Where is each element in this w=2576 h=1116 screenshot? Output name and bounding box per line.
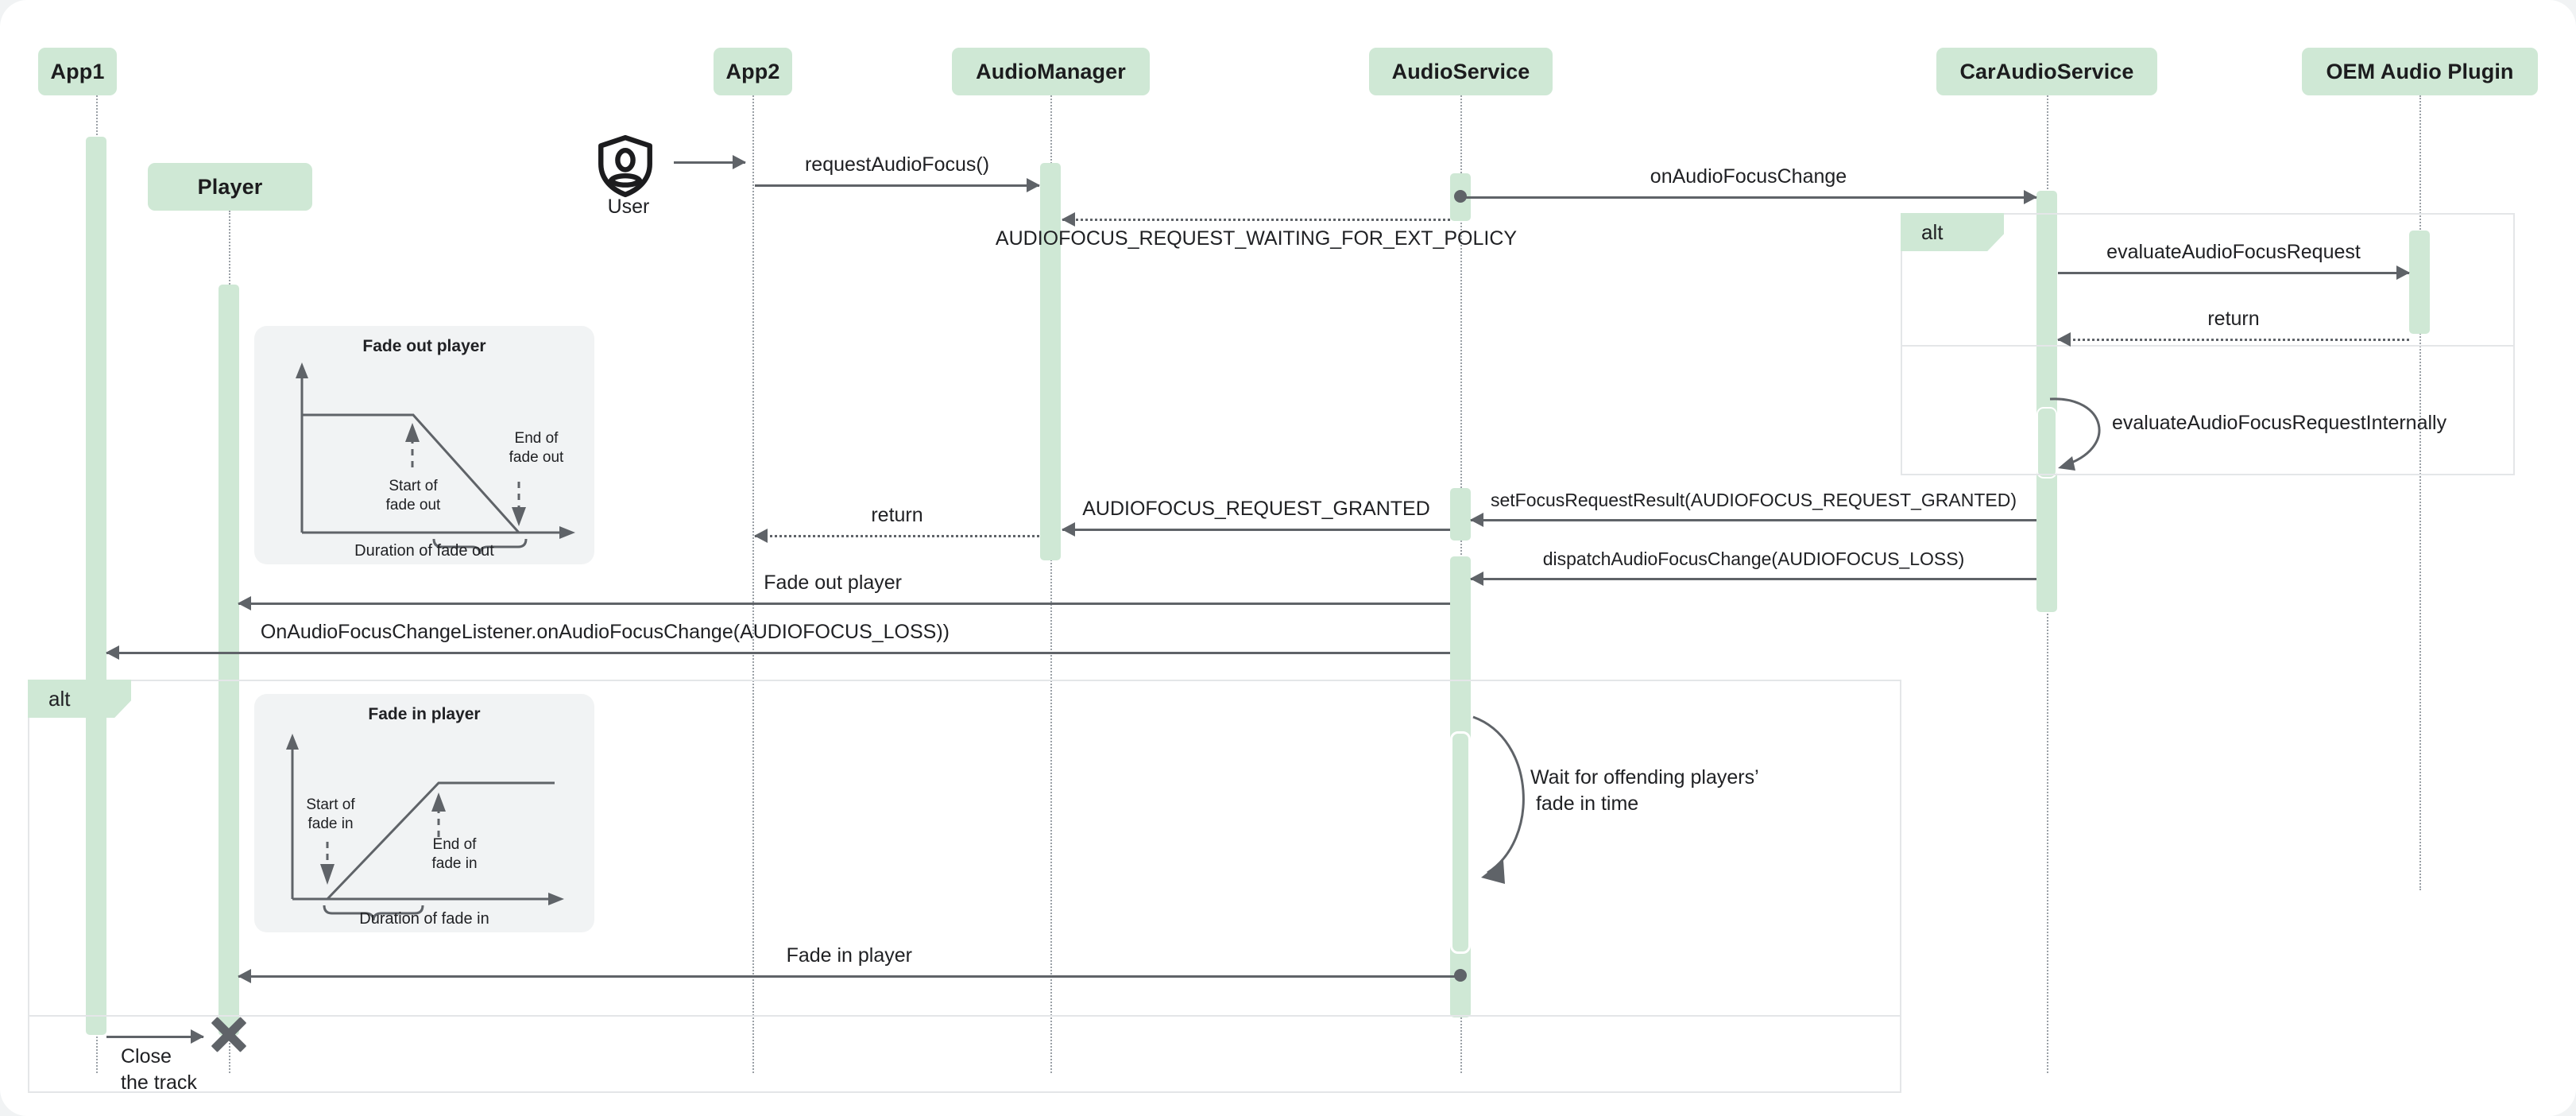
participant-audioservice[interactable]: AudioService [1369, 48, 1553, 95]
message-line [1471, 519, 2036, 521]
arrowhead-icon [238, 969, 251, 983]
fragment-divider [29, 1015, 1900, 1017]
actor-user[interactable]: User [593, 134, 664, 237]
message-line [1062, 219, 1450, 221]
message-line [106, 652, 1450, 654]
message-label: AUDIOFOCUS_REQUEST_WAITING_FOR_EXT_POLIC… [995, 227, 1518, 250]
fragment-alt-left [28, 680, 1901, 1093]
chart-caption-duration: Duration of fade in [359, 910, 489, 928]
arrowhead-icon [1027, 178, 1040, 192]
activation-audioservice-2 [1450, 488, 1471, 541]
fragment-alt-right [1901, 213, 2515, 475]
message-label: onAudioFocusChange [1650, 165, 1847, 188]
participant-label: OEM Audio Plugin [2326, 59, 2514, 83]
message-line [238, 603, 1450, 605]
filled-circle-endpoint-icon [1454, 190, 1467, 203]
arrowhead-icon [1470, 572, 1483, 586]
message-label: return [2207, 308, 2260, 330]
message-line [2058, 339, 2409, 341]
chart-annotation-end: End of fade in [431, 836, 478, 872]
participant-label: App1 [50, 59, 105, 83]
activation-audioservice-nested [1450, 731, 1471, 954]
message-label: evaluateAudioFocusRequest [2106, 241, 2361, 263]
message-line [755, 184, 1039, 187]
arrowhead-icon [754, 529, 768, 543]
participant-oemplugin[interactable]: OEM Audio Plugin [2302, 48, 2538, 95]
lifeline-audiomanager [1050, 95, 1052, 1073]
arrowhead-icon [106, 645, 119, 660]
activation-caraudioservice-nested [2036, 407, 2057, 479]
arrowhead-icon [191, 1029, 204, 1044]
lifeline-oemplugin [2419, 95, 2421, 890]
chart-annotation-end: End of fade out [509, 430, 564, 466]
participant-label: CarAudioService [1959, 59, 2134, 83]
participant-audiomanager[interactable]: AudioManager [952, 48, 1150, 95]
participant-label: App2 [725, 59, 780, 83]
selfcall-label: Wait for offending players’ fade in time [1530, 766, 1759, 815]
lifeline-app2 [752, 95, 754, 1073]
message-line [238, 975, 1460, 978]
arrowhead-icon [1062, 212, 1075, 227]
participant-caraudioservice[interactable]: CarAudioService [1936, 48, 2157, 95]
message-line [755, 535, 1039, 537]
participant-label: AudioService [1391, 59, 1530, 83]
filled-circle-endpoint-icon [1454, 969, 1467, 982]
message-label: setFocusRequestResult(AUDIOFOCUS_REQUEST… [1490, 490, 2017, 510]
chart-annotation-start: Start of fade in [306, 796, 355, 832]
activation-caraudioservice [2036, 191, 2057, 612]
arrowhead-icon [238, 596, 251, 610]
arrowhead-icon [2057, 332, 2071, 347]
activation-player [219, 285, 239, 1036]
message-label: Fade out player [764, 572, 902, 594]
chart-title: Fade in player [368, 705, 481, 723]
message-line [2058, 272, 2409, 274]
message-line [1460, 196, 2036, 199]
message-close-the-track-label: Close the track [121, 1045, 197, 1094]
fragment-alt-right-tag: alt [1901, 213, 2004, 251]
message-label: OnAudioFocusChangeListener.onAudioFocusC… [260, 621, 950, 643]
fade-in-chart: Fade in player Start of fade in End of f… [254, 694, 594, 932]
message-line [106, 1036, 203, 1038]
message-label: Fade in player [786, 944, 912, 967]
arrowhead-icon [2024, 190, 2037, 204]
activation-oemplugin [2409, 231, 2430, 334]
chart-caption-duration: Duration of fade out [354, 542, 494, 560]
selfcall-label: evaluateAudioFocusRequestInternally [2112, 412, 2447, 434]
selfcall-wait-for-fade-in[interactable]: Wait for offending players’ fade in time [1468, 707, 1802, 890]
self-call-loop-arrow-icon [1472, 715, 1525, 884]
fragment-label: alt [1921, 219, 1944, 244]
arrowhead-icon [2396, 265, 2410, 280]
fade-out-chart-svg [296, 362, 575, 555]
actor-label: User [607, 196, 650, 218]
player-destroy-x-icon [208, 1013, 249, 1055]
activation-audiomanager [1040, 163, 1061, 560]
message-line [1471, 578, 2036, 580]
message-label: dispatchAudioFocusChange(AUDIOFOCUS_LOSS… [1542, 548, 1965, 569]
participant-app1[interactable]: App1 [38, 48, 117, 95]
chart-title: Fade out player [362, 337, 486, 355]
fragment-label: alt [48, 686, 71, 711]
fragment-divider [1902, 345, 2513, 347]
participant-app2[interactable]: App2 [714, 48, 792, 95]
shield-person-icon [598, 134, 652, 198]
fade-in-chart-svg [286, 734, 564, 921]
message-line [674, 161, 745, 164]
message-line [1062, 529, 1450, 531]
participant-player[interactable]: Player [148, 163, 312, 211]
selfcall-evaluateAudioFocusRequestInternally[interactable]: evaluateAudioFocusRequestInternally [2044, 389, 2446, 493]
message-label: requestAudioFocus() [804, 153, 990, 176]
chart-annotation-start: Start of fade out [385, 478, 441, 513]
arrowhead-icon [733, 155, 746, 169]
participant-label: Player [197, 174, 263, 199]
participant-label: AudioManager [976, 59, 1126, 83]
arrowhead-icon [1470, 513, 1483, 527]
self-call-loop-arrow-icon [2049, 397, 2101, 471]
fragment-alt-left-tag: alt [28, 680, 131, 718]
message-label: AUDIOFOCUS_REQUEST_GRANTED [1082, 498, 1430, 520]
arrowhead-icon [1062, 522, 1075, 537]
fade-out-chart: Fade out player Start of fade out End of… [254, 326, 594, 564]
message-label: return [871, 504, 923, 526]
activation-app1 [86, 137, 106, 1035]
